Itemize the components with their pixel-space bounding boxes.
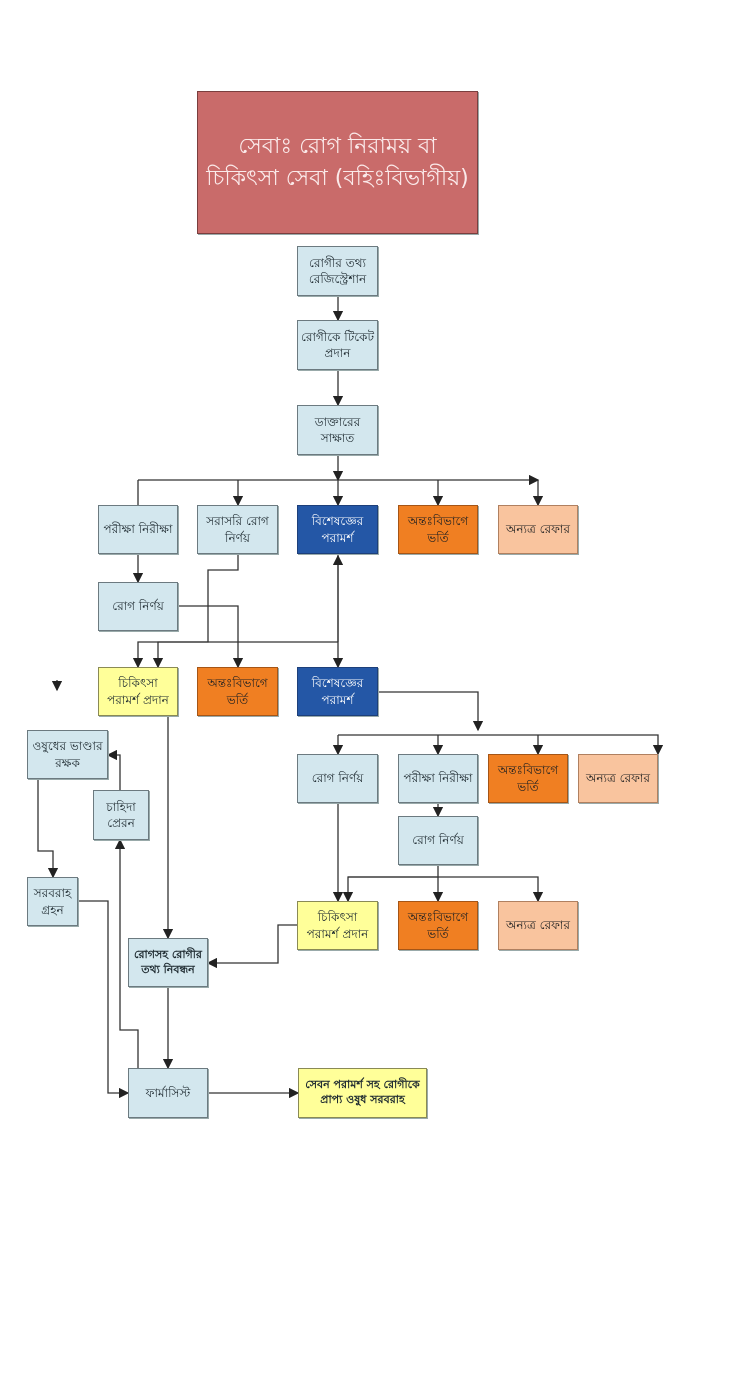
diagram-title: সেবাঃ রোগ নিরাময় বা চিকিৎসা সেবা (বহিঃব…	[197, 91, 478, 234]
node-requisition: চাহিদা প্রেরন	[93, 790, 149, 840]
node-diagnosis: রোগ নির্ণয়	[297, 754, 378, 803]
node-referral: অন্যত্র রেফার	[498, 901, 578, 950]
node-supply-receive: সরবরাহ গ্রহন	[27, 877, 78, 926]
node-examination: পরীক্ষা নিরীক্ষা	[98, 505, 178, 554]
node-store-keeper: ওষুধের ভাণ্ডার রক্ষক	[27, 730, 108, 779]
node-admission: অন্তঃবিভাগে ভর্তি	[398, 901, 478, 950]
node-pharmacist: ফার্মাসিস্ট	[128, 1068, 208, 1118]
node-record-registration: রোগসহ রোগীর তথ্য নিবন্ধন	[128, 938, 208, 987]
node-dispense-medicine: সেবন পরামর্শ সহ রোগীকে প্রাপ্য ওষুধ সরবর…	[298, 1068, 427, 1118]
node-admission: অন্তঃবিভাগে ভর্তি	[398, 505, 478, 554]
node-admission: অন্তঃবিভাগে ভর্তি	[197, 667, 278, 716]
node-specialist: বিশেষজ্ঞের পরামর্শ	[297, 505, 378, 554]
node-specialist: বিশেষজ্ঞের পরামর্শ	[297, 667, 378, 716]
node-treatment-advice: চিকিৎসা পরামর্শ প্রদান	[297, 901, 378, 950]
node-registration: রোগীর তথ্য রেজিস্ট্রেশান	[297, 246, 378, 296]
node-direct-diagnosis: সরাসরি রোগ নির্ণয়	[197, 505, 278, 554]
node-diagnosis: রোগ নির্ণয়	[398, 816, 478, 865]
node-referral: অন্যত্র রেফার	[498, 505, 578, 554]
node-doctor-visit: ডাক্তারের সাক্ষাত	[297, 405, 378, 455]
node-admission: অন্তঃবিভাগে ভর্তি	[488, 754, 568, 803]
node-examination: পরীক্ষা নিরীক্ষা	[398, 754, 478, 803]
node-referral: অন্যত্র রেফার	[578, 754, 658, 803]
node-ticket: রোগীকে টিকেট প্রদান	[297, 320, 378, 370]
node-treatment-advice: চিকিৎসা পরামর্শ প্রদান	[98, 667, 178, 716]
node-diagnosis: রোগ নির্ণয়	[98, 582, 178, 631]
